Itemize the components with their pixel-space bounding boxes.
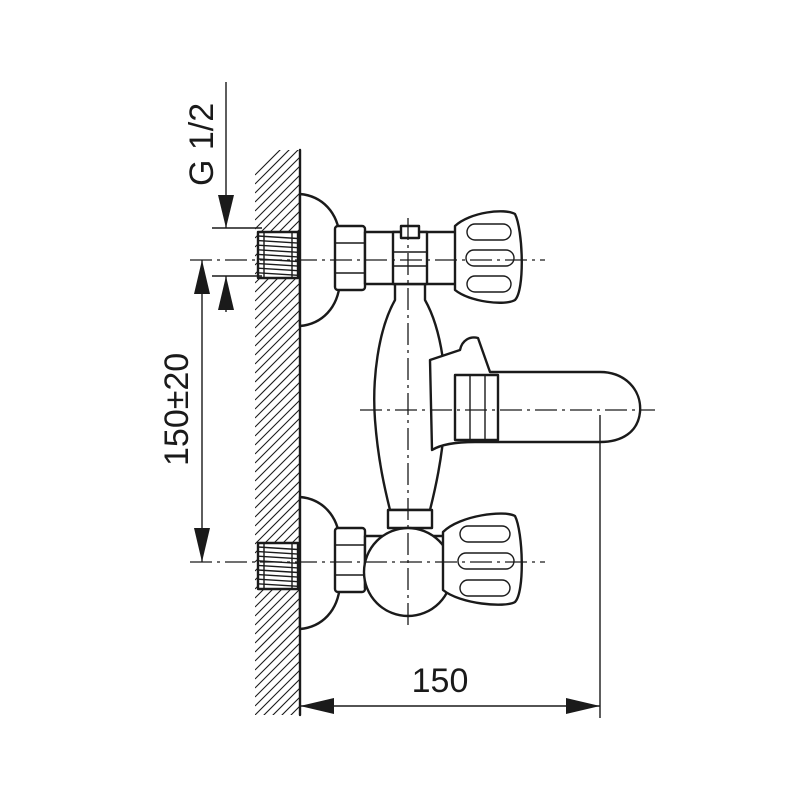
hatch-line xyxy=(255,426,300,473)
hatch-line xyxy=(255,183,300,230)
hatch-line xyxy=(255,742,300,787)
projection-dimension: 150 xyxy=(299,415,601,718)
hatch-line xyxy=(255,633,300,680)
hatch-line xyxy=(255,399,300,446)
hatch-line xyxy=(255,273,300,320)
hatch-line xyxy=(255,462,300,509)
upper-inlet-thread xyxy=(256,230,300,280)
hatch-line xyxy=(255,660,300,707)
hatch-line xyxy=(255,588,300,635)
hatch-line xyxy=(255,150,281,176)
upper-hex-nut xyxy=(333,224,367,292)
hatch-line xyxy=(255,156,300,203)
hatch-line xyxy=(255,733,300,778)
spout xyxy=(428,336,642,452)
hatch-line xyxy=(255,381,300,428)
hatch-line xyxy=(263,678,300,715)
hatch-line xyxy=(255,354,300,401)
projection-label: 150 xyxy=(412,662,469,700)
hatch-line xyxy=(299,714,300,715)
hatch-line xyxy=(255,751,300,796)
center-distance-dimension: 150±20 xyxy=(158,260,210,562)
hatch-line xyxy=(290,705,300,715)
hatch-line xyxy=(255,174,300,221)
hatch-line xyxy=(255,489,300,536)
hatch-line xyxy=(255,318,300,365)
hatch-line xyxy=(255,669,300,715)
hatch-line xyxy=(255,363,300,410)
hatch-line xyxy=(255,282,300,329)
hatch-line xyxy=(255,336,300,383)
hatch-line xyxy=(255,165,300,212)
wall-hatching xyxy=(255,150,300,796)
hatch-line xyxy=(255,408,300,455)
center-distance-label: 150±20 xyxy=(158,353,196,466)
lower-valve-handle[interactable] xyxy=(441,512,523,606)
hatch-line xyxy=(255,615,300,662)
hatch-line xyxy=(255,724,300,769)
hatch-line xyxy=(255,309,300,356)
hatch-line xyxy=(255,480,300,527)
wall xyxy=(255,148,302,796)
hatch-line xyxy=(255,372,300,419)
hatch-line xyxy=(255,642,300,689)
hatch-line xyxy=(255,435,300,482)
hatch-line xyxy=(255,444,300,491)
hatch-line xyxy=(255,345,300,392)
hatch-line xyxy=(281,696,300,715)
upper-valve-handle[interactable] xyxy=(453,210,523,304)
center-lines xyxy=(190,218,655,625)
lower-inlet-thread xyxy=(256,541,300,591)
lower-hex-nut xyxy=(333,526,367,594)
hatch-line xyxy=(255,192,300,239)
hatch-line xyxy=(255,597,300,644)
hatch-line xyxy=(255,300,300,347)
hatch-line xyxy=(255,651,300,698)
hatch-line xyxy=(255,453,300,500)
hatch-line xyxy=(272,687,300,715)
hatch-line xyxy=(255,150,290,185)
hatch-line xyxy=(255,417,300,464)
hatch-line xyxy=(255,327,300,374)
hatch-line xyxy=(255,498,300,545)
hatch-line xyxy=(255,624,300,671)
thread-size-label: G 1/2 xyxy=(183,103,221,186)
hatch-line xyxy=(255,471,300,518)
hatch-line xyxy=(255,150,299,194)
hatch-line xyxy=(255,291,300,338)
thread-dimension: G 1/2 xyxy=(183,82,262,312)
hatch-line xyxy=(255,606,300,653)
hatch-line xyxy=(255,390,300,437)
